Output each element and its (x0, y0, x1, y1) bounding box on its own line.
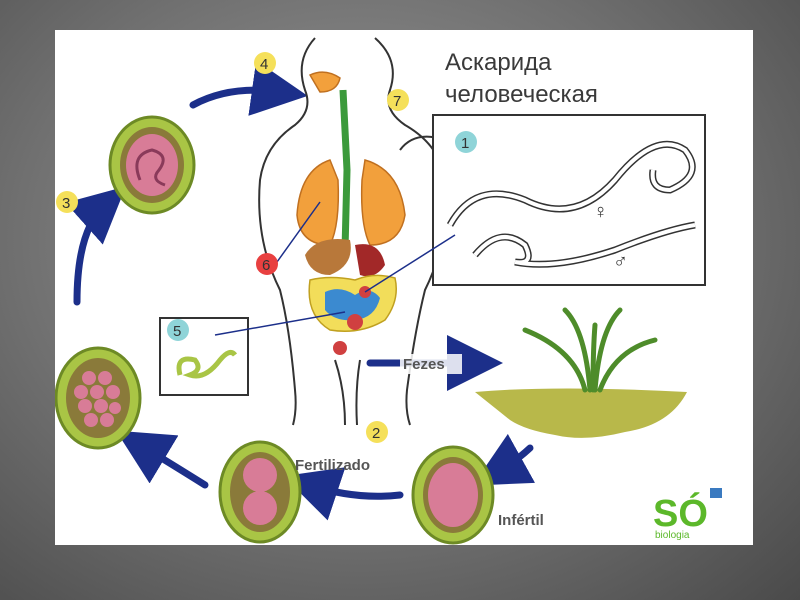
lung-right (360, 159, 406, 246)
logo-accent (710, 488, 722, 498)
feces-label: Fezes (403, 356, 445, 373)
title-line-1: Аскарида (445, 49, 552, 76)
grass (522, 307, 658, 393)
stage-badge-5 (167, 319, 189, 341)
arrow-infertil-to-fertilizado (283, 467, 404, 521)
body-left-outline (258, 37, 316, 426)
female-symbol: ♀ (593, 201, 608, 223)
logo-mark: SÓ (653, 491, 708, 535)
male-worm-inner (473, 223, 696, 267)
connector-lines (214, 201, 456, 336)
stage-number-7: 7 (393, 93, 401, 110)
infertile-label: Infértil (498, 512, 544, 529)
stage-number-2: 2 (372, 425, 380, 442)
stage-number-4: 4 (260, 56, 268, 73)
female-worm-inner (448, 142, 695, 226)
egg-fertilized (218, 440, 302, 544)
stage-badge-3 (56, 191, 78, 213)
egg-infertile (411, 445, 495, 545)
stage-number-5: 5 (173, 323, 181, 340)
arrow-soil-to-egg (472, 433, 536, 486)
stage-badge-4 (254, 52, 276, 74)
connector-lungs (276, 201, 321, 263)
arrow-bottom-left (115, 430, 209, 489)
arrow-up-left (65, 186, 126, 306)
connector-larva (214, 311, 346, 336)
connector-adults (364, 234, 456, 293)
larva-worm (176, 349, 238, 379)
organs (296, 71, 406, 355)
arrow-egg-to-mouth (189, 60, 308, 116)
esophagus (339, 89, 351, 251)
lung-left (296, 159, 340, 246)
logo-subtitle: biologia (655, 530, 690, 541)
male-symbol: ♂ (613, 251, 628, 273)
stage-badge-1 (455, 131, 477, 153)
stage-badges: 1 2 3 4 5 6 7 (56, 52, 477, 443)
stage-number-3: 3 (62, 195, 70, 212)
head-cavity (308, 71, 341, 93)
fertilized-label: Fertilizado (295, 457, 370, 474)
egg-stage-3 (108, 115, 196, 215)
leg-left (334, 359, 346, 426)
slide: Аскарида человеческая (55, 30, 753, 545)
stage-number-6: 6 (262, 257, 270, 274)
stage-badge-6 (256, 253, 278, 275)
stage-badge-7 (387, 89, 409, 111)
stage-number-1: 1 (461, 135, 469, 152)
stage-badge-2 (366, 421, 388, 443)
stomach (355, 244, 385, 277)
soil-and-grass (475, 307, 687, 438)
egg-morula (55, 346, 142, 450)
title-line-2: человеческая (445, 81, 598, 108)
ascaris-life-cycle-diagram: Аскарида человеческая (55, 37, 722, 545)
larva-site-1 (347, 314, 363, 330)
larva-site-2 (333, 341, 347, 355)
so-biologia-logo: SÓ biologia (653, 488, 722, 541)
liver (305, 239, 351, 275)
leg-right (355, 359, 361, 426)
adult-worms-box: ♀ ♂ (432, 114, 706, 286)
